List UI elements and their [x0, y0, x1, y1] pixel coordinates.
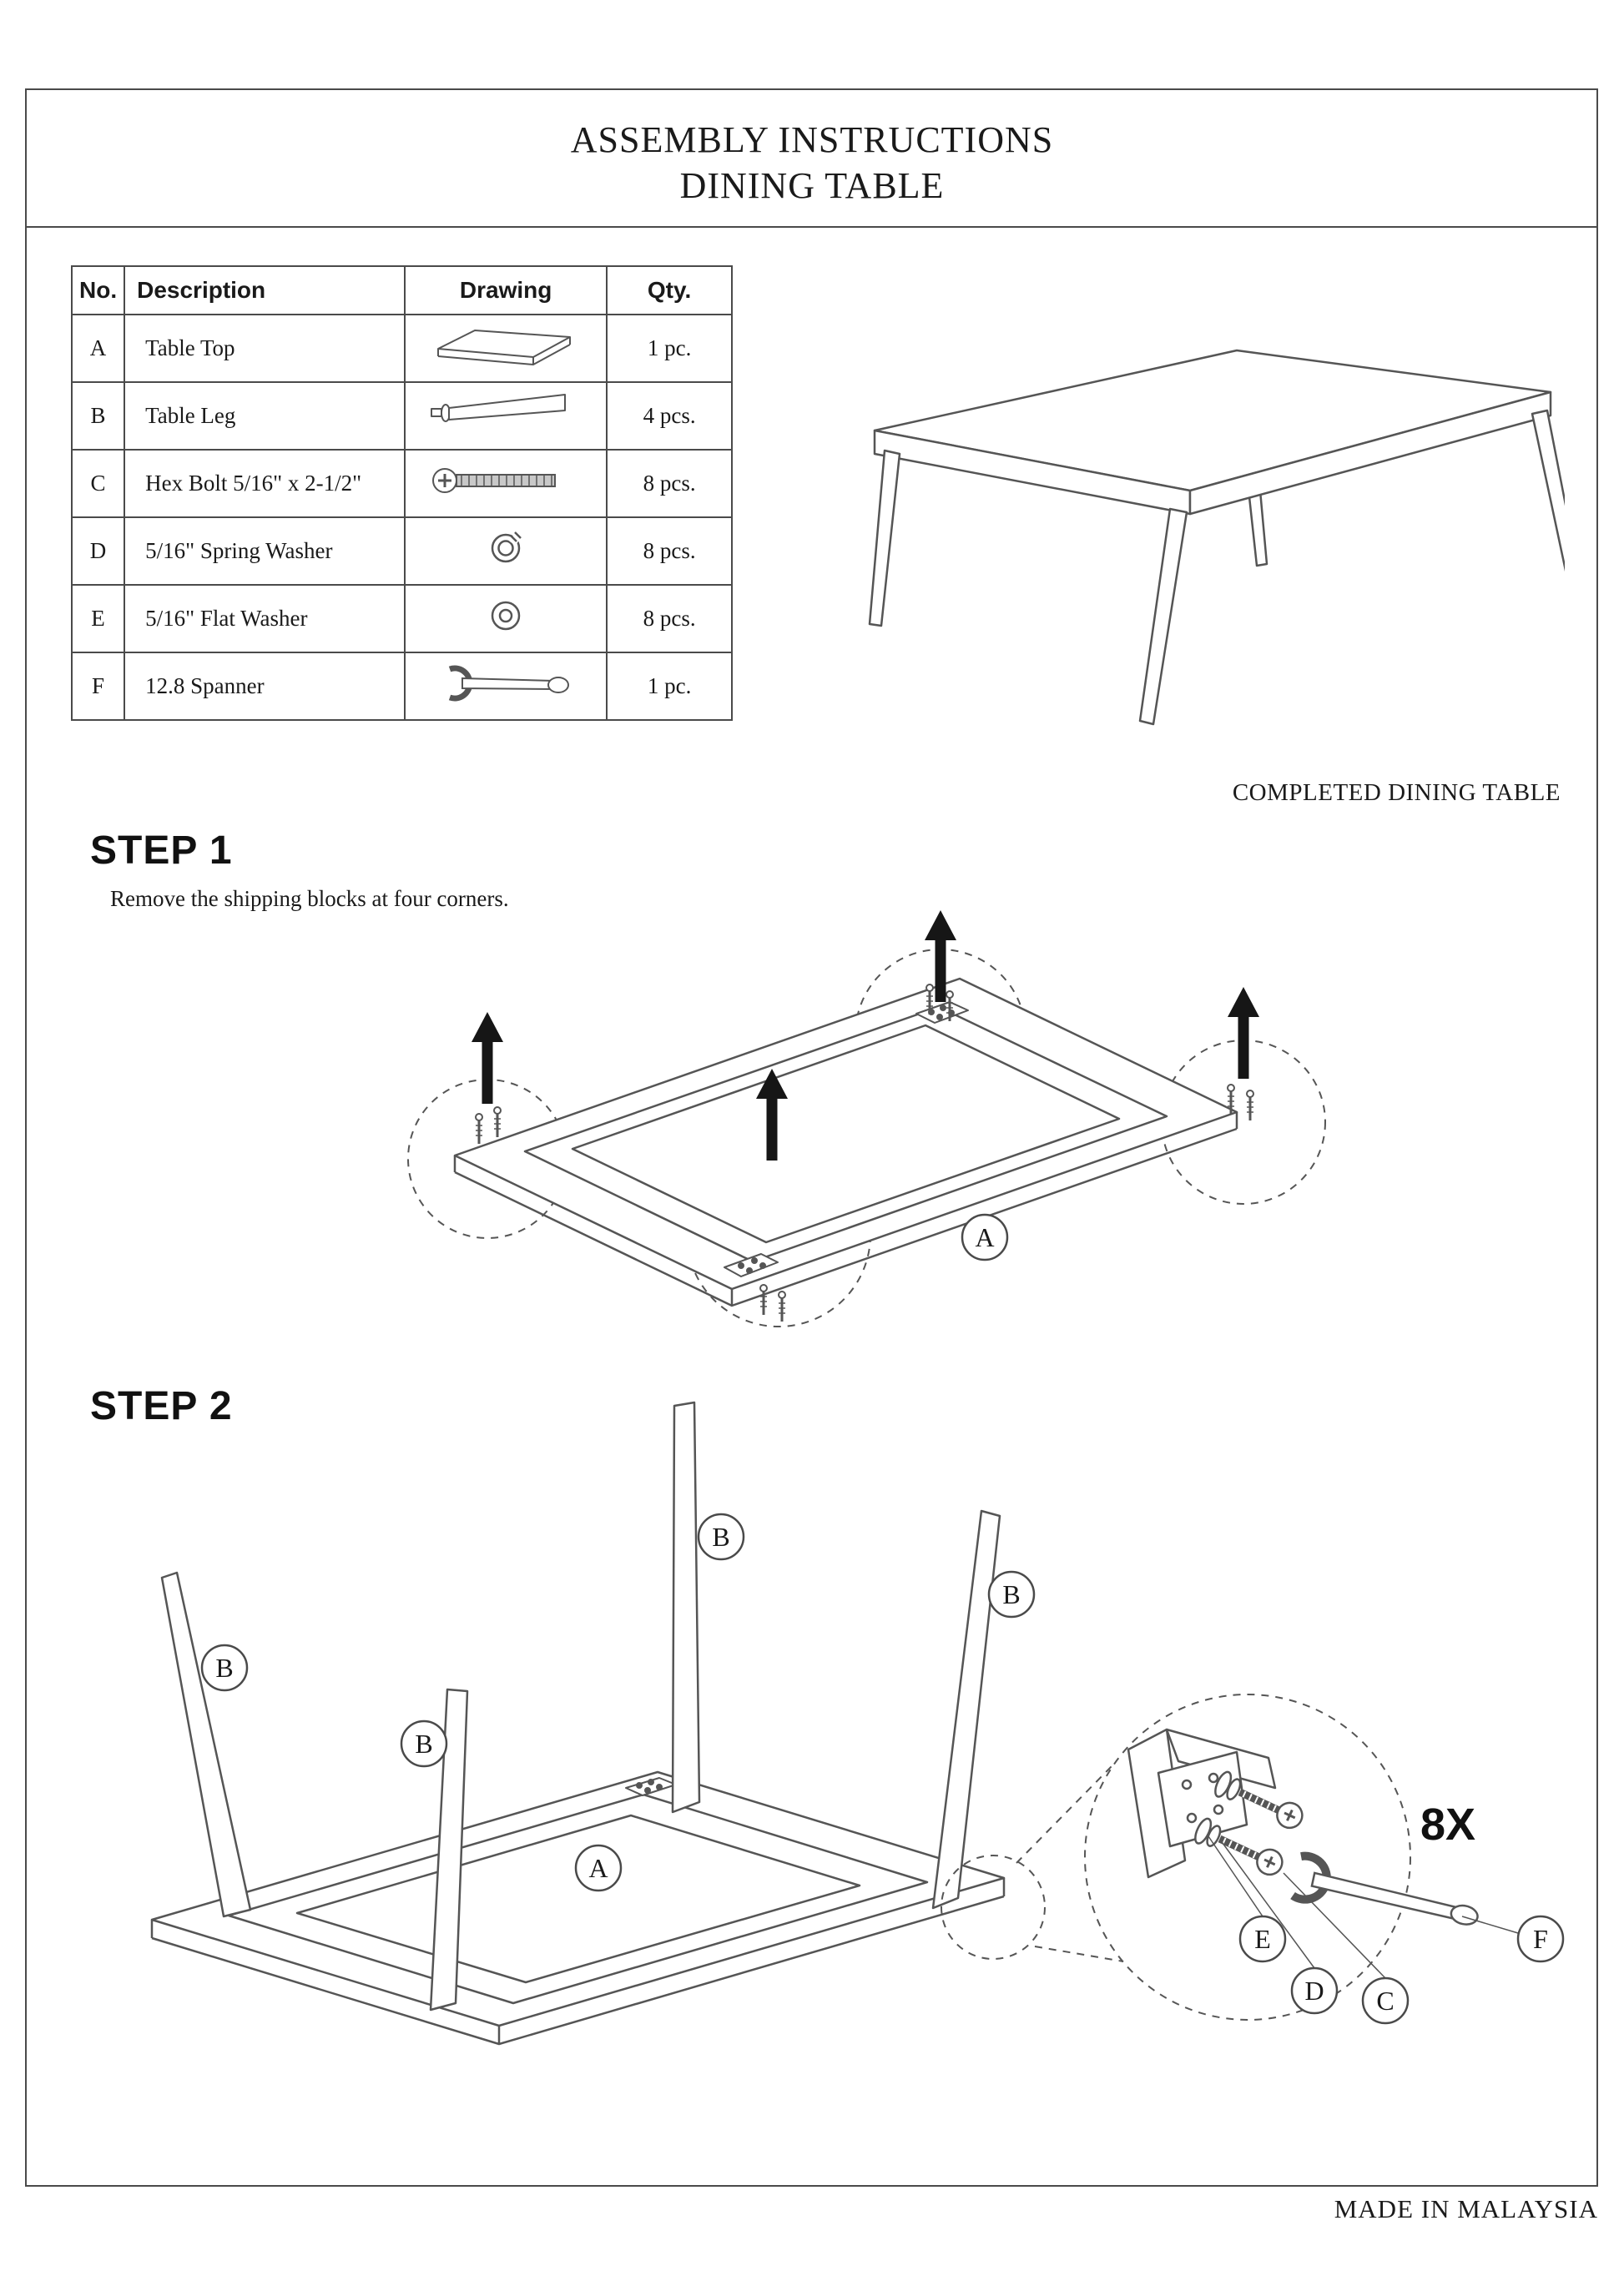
- flat-washer-label: E: [1254, 1924, 1271, 1954]
- title-divider: [25, 226, 1598, 228]
- hardware-labels: E D C F: [1238, 1915, 1565, 2025]
- completed-table-illustration: [868, 349, 1584, 726]
- right-leg: [1531, 409, 1584, 596]
- part-qty: 8 pcs.: [606, 584, 734, 653]
- page-border: [25, 88, 1598, 2187]
- label-leaders: [1208, 1835, 1519, 1979]
- part-qty: 8 pcs.: [606, 449, 734, 518]
- part-qty: 4 pcs.: [606, 381, 734, 451]
- part-no: B: [70, 381, 126, 451]
- svg-text:A: A: [975, 1222, 994, 1252]
- part-drawing-cell: [404, 652, 608, 721]
- step1-title: STEP 1: [90, 828, 233, 873]
- quantity-note: 8X: [1420, 1800, 1475, 1850]
- table-legs: [160, 1401, 1001, 2012]
- part-qty: 1 pc.: [606, 314, 734, 383]
- spanner-label: F: [1533, 1924, 1548, 1954]
- completed-table-figure: [860, 332, 1584, 745]
- table-leg-drawing: [431, 394, 567, 422]
- spring-washer-label: D: [1304, 1976, 1324, 2006]
- parts-row: B Table Leg 4 pcs.: [70, 381, 734, 451]
- header-qty: Qty.: [606, 265, 734, 315]
- part-label-a: A: [961, 1213, 1009, 1261]
- part-desc: 5/16" Spring Washer: [124, 516, 406, 586]
- corner-brackets: [724, 1001, 969, 1277]
- part-qty: 1 pc.: [606, 652, 734, 721]
- removal-arrows: [472, 910, 1259, 1161]
- leg-label: B: [415, 1729, 432, 1759]
- part-desc: Hex Bolt 5/16" x 2-1/2": [124, 449, 406, 518]
- part-no: A: [70, 314, 126, 383]
- spanner-detail: [1293, 1855, 1483, 1936]
- leg-labels: B B B B: [200, 1513, 1036, 1768]
- hex-bolt-drawing: [432, 468, 557, 493]
- left-leg: [868, 449, 901, 627]
- step2-illustration: B B B B A: [150, 1401, 1565, 2046]
- front-leg: [1138, 507, 1188, 726]
- leg-label: B: [1002, 1579, 1020, 1609]
- flat-washer-drawing: [491, 601, 521, 631]
- page-title: ASSEMBLY INSTRUCTIONS DINING TABLE: [0, 117, 1624, 209]
- part-no: E: [70, 584, 126, 653]
- completed-caption: COMPLETED DINING TABLE: [1232, 779, 1561, 806]
- header-no: No.: [70, 265, 126, 315]
- part-desc: 5/16" Flat Washer: [124, 584, 406, 653]
- part-no: D: [70, 516, 126, 586]
- table-top-underside: [150, 1770, 1006, 2046]
- part-desc: 12.8 Spanner: [124, 652, 406, 721]
- header-description: Description: [124, 265, 406, 315]
- parts-row: A Table Top 1 pc.: [70, 314, 734, 383]
- part-drawing-cell: [404, 584, 608, 653]
- table-top-underside: [453, 977, 1238, 1307]
- part-desc: Table Top: [124, 314, 406, 383]
- header-drawing: Drawing: [404, 265, 608, 315]
- parts-row: C Hex Bolt 5/16" x 2-1/2": [70, 449, 734, 518]
- part-label-a: A: [574, 1844, 623, 1892]
- spring-washer-drawing: [491, 531, 522, 563]
- part-desc: Table Leg: [124, 381, 406, 451]
- part-no: C: [70, 449, 126, 518]
- part-drawing-cell: [404, 314, 608, 383]
- title-line-1: ASSEMBLY INSTRUCTIONS: [570, 119, 1054, 160]
- made-in-footer: MADE IN MALAYSIA: [1334, 2194, 1598, 2223]
- leg-label: B: [215, 1653, 233, 1683]
- parts-table: No. Description Drawing Qty. A Table Top: [70, 265, 734, 721]
- title-line-2: DINING TABLE: [679, 165, 945, 206]
- spanner-drawing: [448, 665, 570, 702]
- step2-title: STEP 2: [90, 1384, 233, 1428]
- parts-header-row: No. Description Drawing Qty.: [70, 265, 734, 315]
- hex-bolt-label: C: [1376, 1986, 1394, 2016]
- part-qty: 8 pcs.: [606, 516, 734, 586]
- part-drawing-cell: [404, 381, 608, 451]
- part-drawing-cell: [404, 449, 608, 518]
- parts-row: F 12.8 Spanner 1 pc.: [70, 652, 734, 721]
- part-no: F: [70, 652, 126, 721]
- svg-text:A: A: [588, 1853, 608, 1883]
- table-top-drawing: [437, 330, 572, 365]
- leg-label: B: [712, 1522, 729, 1552]
- part-drawing-cell: [404, 516, 608, 586]
- parts-row: D 5/16" Spring Washer 8 pcs.: [70, 516, 734, 586]
- table-top-edge-right: [1188, 390, 1552, 516]
- step1-instruction: Remove the shipping blocks at four corne…: [110, 886, 509, 911]
- detail-callout: [941, 1694, 1411, 2021]
- parts-row: E 5/16" Flat Washer 8 pcs.: [70, 584, 734, 653]
- step1-illustration: A: [407, 910, 1326, 1327]
